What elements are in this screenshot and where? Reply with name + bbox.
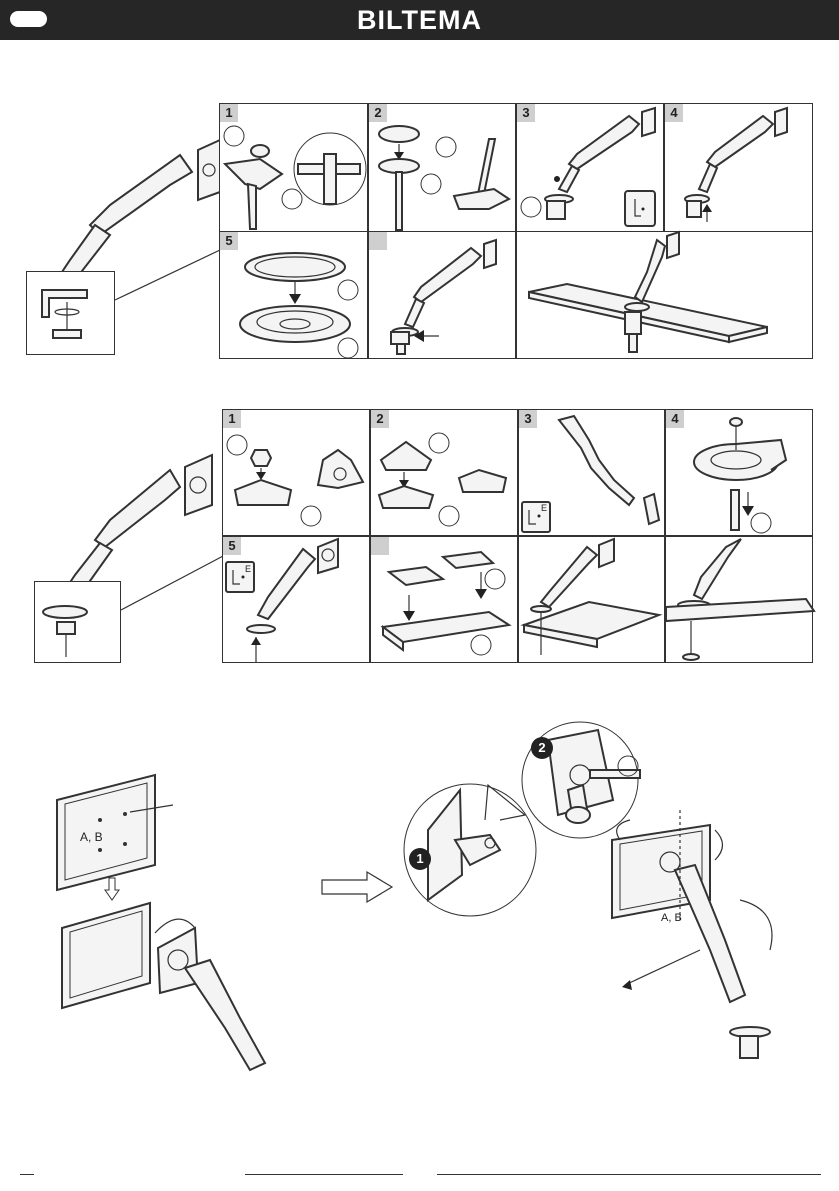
- step-panel-s1-3: 3: [516, 103, 664, 232]
- tool-label: E: [245, 564, 251, 574]
- step-panel-s1-6: [368, 231, 516, 359]
- step-panel-s1-1: 1: [219, 103, 368, 232]
- adjust-monitor-illustration: [600, 800, 790, 1080]
- step-panel-s1-7: [516, 231, 813, 359]
- footer-rule-right: [437, 1174, 821, 1175]
- clamp-detail-box-1: [26, 271, 115, 355]
- monitor-back-illustration: [55, 770, 165, 890]
- step-panel-s1-4: 4: [664, 103, 813, 232]
- down-arrow: [105, 878, 119, 900]
- screw-label-left: A, B: [80, 830, 103, 844]
- step-panel-s2-5: 5 E: [222, 536, 370, 663]
- clamp-detail-box-2: [34, 581, 121, 663]
- screw-label-right: A, B: [661, 912, 682, 924]
- step-badge-1: 1: [409, 848, 431, 870]
- step-panel-s2-4: 4: [665, 409, 813, 536]
- tool-label: E: [541, 503, 547, 513]
- brand-logo: BILTEMA: [0, 5, 839, 36]
- footer-rule-middle: [245, 1174, 403, 1175]
- step-panel-s1-2: 2: [368, 103, 516, 232]
- step-panel-s2-3: 3 E: [518, 409, 665, 536]
- step-panel-s2-6: [370, 536, 518, 663]
- step-panel-s2-2: 2: [370, 409, 518, 536]
- callout-line-2: [121, 555, 231, 615]
- callout-line-1: [115, 250, 225, 310]
- step-panel-s2-8: [665, 536, 813, 663]
- next-arrow: [322, 872, 392, 902]
- step-panel-s1-5: 5: [219, 231, 368, 359]
- step-badge-2: 2: [531, 737, 553, 759]
- footer-rule-left: [20, 1174, 34, 1175]
- step-panel-s2-7: [518, 536, 665, 663]
- header-bar: BILTEMA: [0, 0, 839, 40]
- step-panel-s2-1: 1: [222, 409, 370, 536]
- attach-monitor-illustration: [60, 898, 280, 1078]
